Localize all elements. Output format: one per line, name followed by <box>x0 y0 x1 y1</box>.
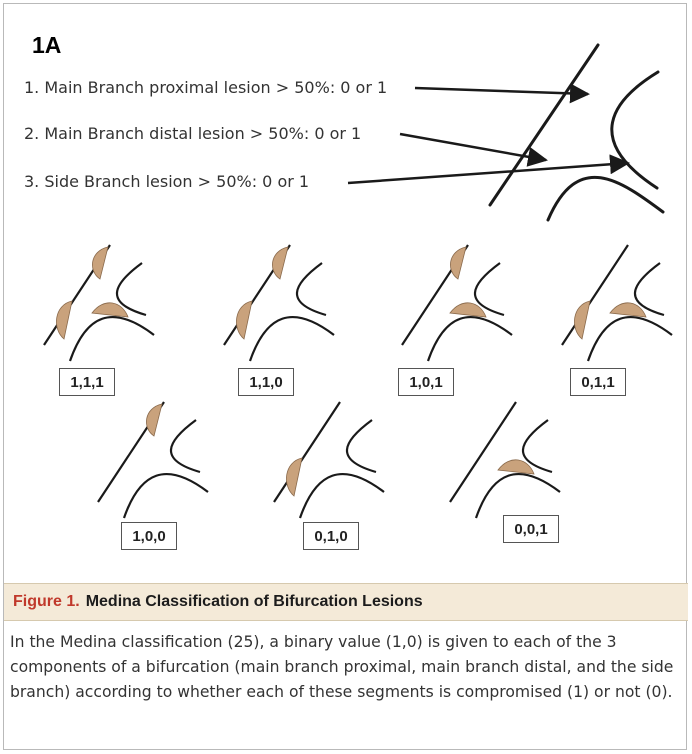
main-vessel-line <box>562 245 628 345</box>
side-branch-line <box>250 317 334 361</box>
caption-bar: Figure 1. Medina Classification of Bifur… <box>4 583 688 621</box>
medina-code-box: 0,1,1 <box>570 368 626 396</box>
side-branch-line <box>476 474 560 518</box>
bifurcation-example-1-0-1 <box>402 245 512 361</box>
side-branch-curve <box>548 177 663 220</box>
reference-bifurcation <box>490 45 663 220</box>
bifurcation-example-0-1-0 <box>274 402 384 518</box>
plaque-proximal <box>450 247 466 279</box>
carina-line <box>171 420 200 472</box>
bifurcation-example-1-1-1 <box>44 245 154 361</box>
medina-code-box: 1,0,0 <box>121 522 177 550</box>
arrow-proximal <box>415 88 588 94</box>
bifurcation-example-1-1-0 <box>224 245 334 361</box>
main-vessel-line <box>450 402 516 502</box>
carina-line <box>297 263 326 315</box>
bifurcation-example-0-1-1 <box>562 245 672 361</box>
side-branch-line <box>300 474 384 518</box>
bifurcation-example-0-0-1 <box>450 402 560 518</box>
arrow-distal <box>400 134 546 160</box>
medina-code-box: 1,0,1 <box>398 368 454 396</box>
side-branch-line <box>124 474 208 518</box>
side-branch-line <box>428 317 512 361</box>
medina-code-box: 0,0,1 <box>503 515 559 543</box>
plaque-distal <box>56 301 72 339</box>
figure-title: Medina Classification of Bifurcation Les… <box>86 593 423 611</box>
plaque-proximal <box>92 247 108 279</box>
carina-curve <box>612 72 658 188</box>
bifurcation-example-1-0-0 <box>98 402 208 518</box>
medina-code-box: 1,1,1 <box>59 368 115 396</box>
side-branch-line <box>70 317 154 361</box>
medina-code-box: 1,1,0 <box>238 368 294 396</box>
caption-body: In the Medina classification (25), a bin… <box>10 630 680 705</box>
plaque-proximal <box>146 404 162 436</box>
plaque-proximal <box>272 247 288 279</box>
plaque-distal <box>236 301 252 339</box>
side-branch-line <box>588 317 672 361</box>
pointer-arrows <box>348 88 628 183</box>
bifurcation-diagram <box>0 0 692 580</box>
main-vessel-line <box>274 402 340 502</box>
carina-line <box>347 420 376 472</box>
medina-code-box: 0,1,0 <box>303 522 359 550</box>
plaque-distal <box>574 301 590 339</box>
figure-number: Figure 1. <box>13 593 80 611</box>
plaque-distal <box>286 458 302 496</box>
